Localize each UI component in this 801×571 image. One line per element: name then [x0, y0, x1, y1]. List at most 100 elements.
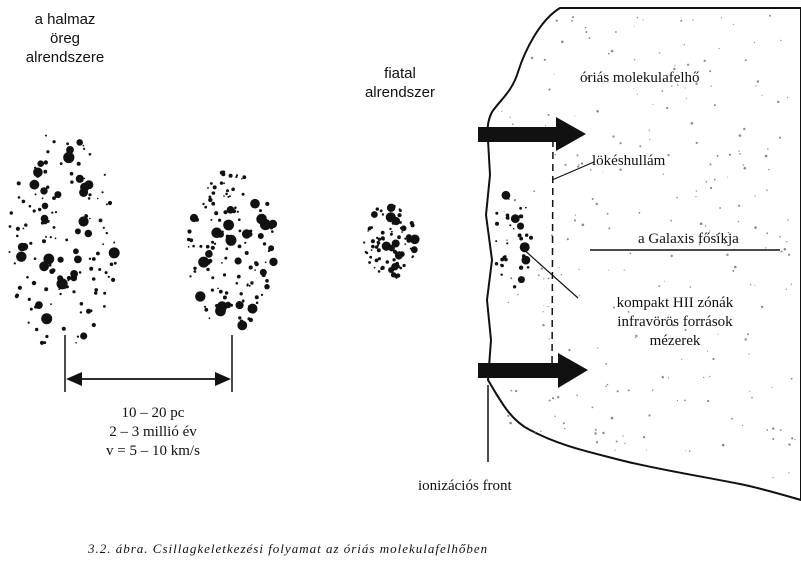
star-dot: [113, 241, 116, 244]
young-subsystem-cluster: [363, 203, 420, 279]
star-dot: [193, 266, 197, 270]
old-subsystem-line-1: a halmaz: [34, 11, 96, 28]
star-dot: [88, 153, 92, 156]
distance-text: 10 – 20 pc: [121, 405, 185, 421]
cloud-speck: [517, 293, 519, 296]
star-dot: [228, 195, 231, 198]
cloud-speck: [673, 67, 676, 71]
cloud-speck: [743, 127, 746, 131]
cloud-speck: [779, 235, 781, 238]
cloud-speck: [747, 333, 750, 336]
star-dot: [89, 266, 94, 271]
cloud-speck: [704, 225, 707, 227]
cloud-speck: [554, 415, 556, 417]
star-dot: [91, 277, 96, 281]
star-dot: [76, 161, 81, 166]
cloud-speck: [791, 437, 794, 440]
star-dot: [248, 284, 251, 287]
cloud-speck: [767, 148, 769, 150]
cloud-speck: [695, 196, 697, 198]
star-dot: [57, 284, 60, 287]
shock-label: lökéshullám: [592, 153, 666, 169]
old-subsystem-line-2: öreg: [49, 30, 81, 47]
star-dot: [404, 237, 407, 240]
star-dot: [517, 276, 525, 284]
cloud-speck: [732, 23, 735, 25]
star-dot: [510, 214, 520, 224]
star-dot: [370, 249, 373, 252]
star-dot: [63, 151, 75, 164]
star-dot: [54, 191, 62, 199]
cloud-speck: [606, 383, 609, 386]
cloud-speck: [683, 44, 685, 46]
star-dot: [103, 291, 107, 295]
cloud-speck: [612, 135, 615, 138]
star-dot: [521, 254, 526, 259]
cloud-speck: [684, 87, 686, 89]
cloud-speck: [555, 19, 558, 22]
cloud-speck: [591, 406, 594, 409]
star-dot: [43, 169, 48, 174]
compact-line-3: mézerek: [649, 333, 701, 349]
star-dot: [401, 231, 403, 233]
star-dot: [103, 305, 106, 308]
star-dot: [14, 294, 19, 299]
star-dot: [39, 261, 49, 272]
star-dot: [250, 198, 260, 209]
upper-arrow: [478, 117, 586, 151]
cloud-speck: [610, 416, 614, 420]
cloud-speck: [728, 153, 732, 156]
cloud-speck: [554, 154, 557, 156]
star-dot: [208, 195, 212, 199]
star-dot: [72, 290, 76, 294]
star-dot: [264, 261, 267, 264]
star-dot: [83, 147, 86, 150]
cloud-speck: [534, 431, 536, 433]
cloud-speck: [772, 427, 775, 430]
cloud-speck: [578, 268, 580, 270]
star-dot: [367, 227, 371, 231]
cloud-speck: [726, 253, 729, 256]
star-dot: [242, 175, 247, 180]
cloud-speck: [738, 204, 741, 207]
cloud-speck: [662, 173, 664, 175]
star-dot: [192, 244, 195, 248]
star-dot: [91, 322, 96, 328]
cloud-speck: [642, 436, 646, 439]
star-dot: [212, 185, 217, 190]
star-dot: [411, 255, 415, 258]
star-dot: [495, 240, 498, 243]
star-dot: [391, 230, 393, 233]
cloud-speck: [607, 52, 610, 55]
cloud-speck: [564, 163, 567, 166]
star-dot: [413, 237, 417, 240]
star-dot: [69, 171, 74, 176]
star-dot: [237, 320, 248, 331]
star-dot: [34, 305, 38, 309]
star-dot: [399, 266, 403, 270]
cloud-speck: [616, 390, 619, 393]
cloud-speck: [680, 19, 683, 22]
cloud-speck: [574, 115, 576, 117]
star-dot: [409, 247, 412, 250]
star-dot: [52, 226, 56, 229]
star-dot: [375, 207, 379, 211]
star-dot: [21, 199, 26, 204]
cloud-speck: [596, 441, 599, 444]
cloud-speck: [661, 90, 664, 92]
star-dot: [221, 262, 223, 264]
star-dot: [113, 261, 117, 265]
star-dot: [107, 275, 110, 278]
star-dot: [27, 321, 30, 324]
cloud-speck: [639, 145, 642, 148]
young-subsystem-line-1: fiatal: [384, 65, 416, 82]
star-dot: [518, 265, 524, 270]
star-dot: [234, 206, 237, 210]
star-dot: [506, 242, 509, 245]
cloud-speck: [553, 73, 555, 75]
star-dot: [226, 189, 229, 193]
star-dot: [75, 342, 77, 344]
star-dot: [397, 235, 401, 240]
cloud-speck: [576, 154, 579, 157]
cloud-speck: [780, 39, 782, 42]
